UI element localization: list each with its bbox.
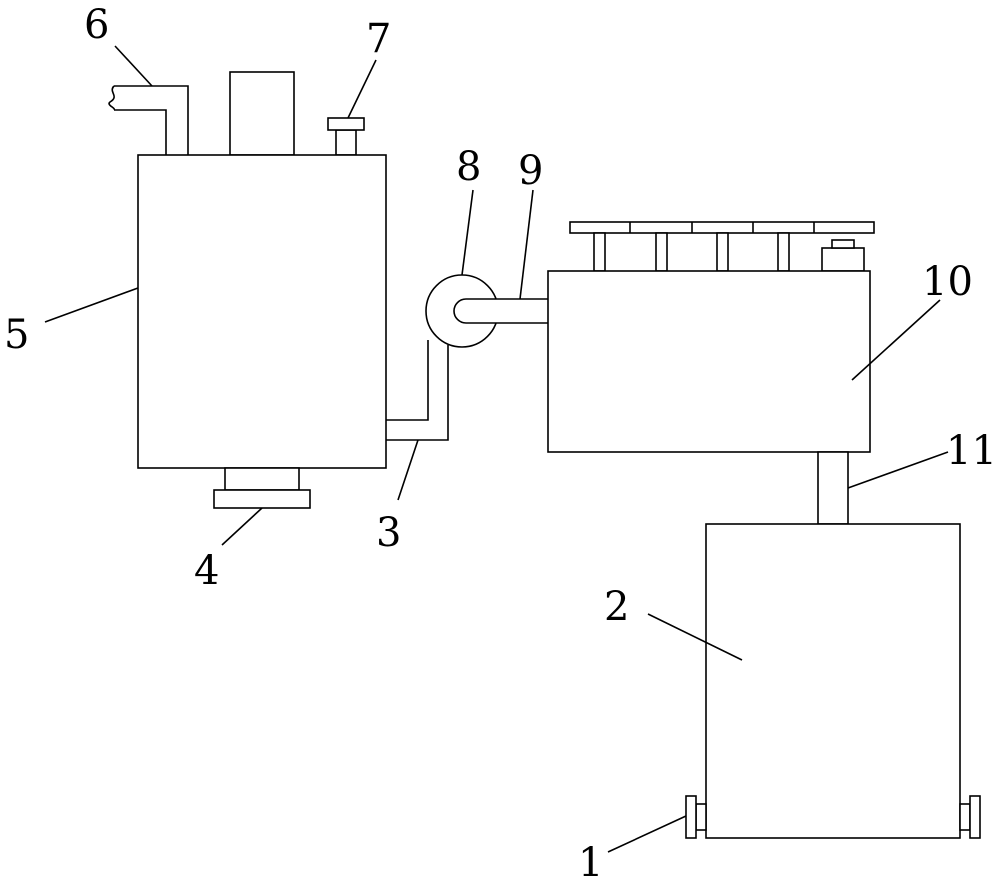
leader-8 <box>461 189 474 276</box>
connecting-pipe-3 <box>386 340 449 441</box>
support-post-1 <box>593 232 606 272</box>
label-2: 2 <box>604 584 629 630</box>
left-fitting-1-flange <box>685 795 697 839</box>
motor-cap <box>831 239 855 249</box>
leader-3 <box>397 439 419 501</box>
valve-7-cap <box>327 117 365 131</box>
tank-5 <box>137 154 387 469</box>
valve-7-stem <box>335 129 357 156</box>
tank-2-assembly <box>685 523 981 839</box>
top-plate <box>569 221 875 234</box>
top-block <box>229 71 295 156</box>
leader-lines <box>44 45 949 853</box>
box-10 <box>547 270 871 453</box>
leader-5 <box>44 287 139 323</box>
left-fitting-1-neck <box>695 803 707 831</box>
leader-1 <box>607 815 687 853</box>
motor-block <box>821 247 865 272</box>
label-3: 3 <box>376 510 401 556</box>
leader-2 <box>647 613 743 661</box>
right-fitting-neck <box>959 803 971 831</box>
right-fitting-flange <box>969 795 981 839</box>
outlet-4-neck <box>224 467 300 491</box>
inlet-pipe-6 <box>114 85 189 155</box>
label-6: 6 <box>84 2 109 48</box>
leader-10 <box>851 299 941 381</box>
outlet-4-flange <box>213 489 311 509</box>
label-11: 11 <box>946 428 997 474</box>
leader-7 <box>347 59 377 119</box>
leader-4 <box>221 507 263 546</box>
support-post-4 <box>777 232 790 272</box>
label-10: 10 <box>922 259 973 305</box>
reference-numerals: 6 7 5 8 9 10 11 3 4 2 1 <box>4 2 997 882</box>
leader-6 <box>114 45 153 87</box>
tank-2 <box>705 523 961 839</box>
label-5: 5 <box>4 312 29 358</box>
pump-8-assembly <box>425 274 548 348</box>
vertical-pipe-11 <box>817 451 849 525</box>
tank-5-assembly <box>108 71 387 509</box>
pump-8-inner-pipe <box>453 298 548 324</box>
pipe-6-break <box>108 85 116 111</box>
support-post-3 <box>716 232 729 272</box>
support-post-2 <box>655 232 668 272</box>
label-9: 9 <box>518 148 543 194</box>
label-8: 8 <box>456 144 481 190</box>
label-1: 1 <box>578 840 603 882</box>
leader-11 <box>847 451 949 489</box>
leader-9 <box>519 189 534 300</box>
box-10-assembly <box>547 221 875 453</box>
label-4: 4 <box>194 548 219 594</box>
label-7: 7 <box>366 16 391 62</box>
